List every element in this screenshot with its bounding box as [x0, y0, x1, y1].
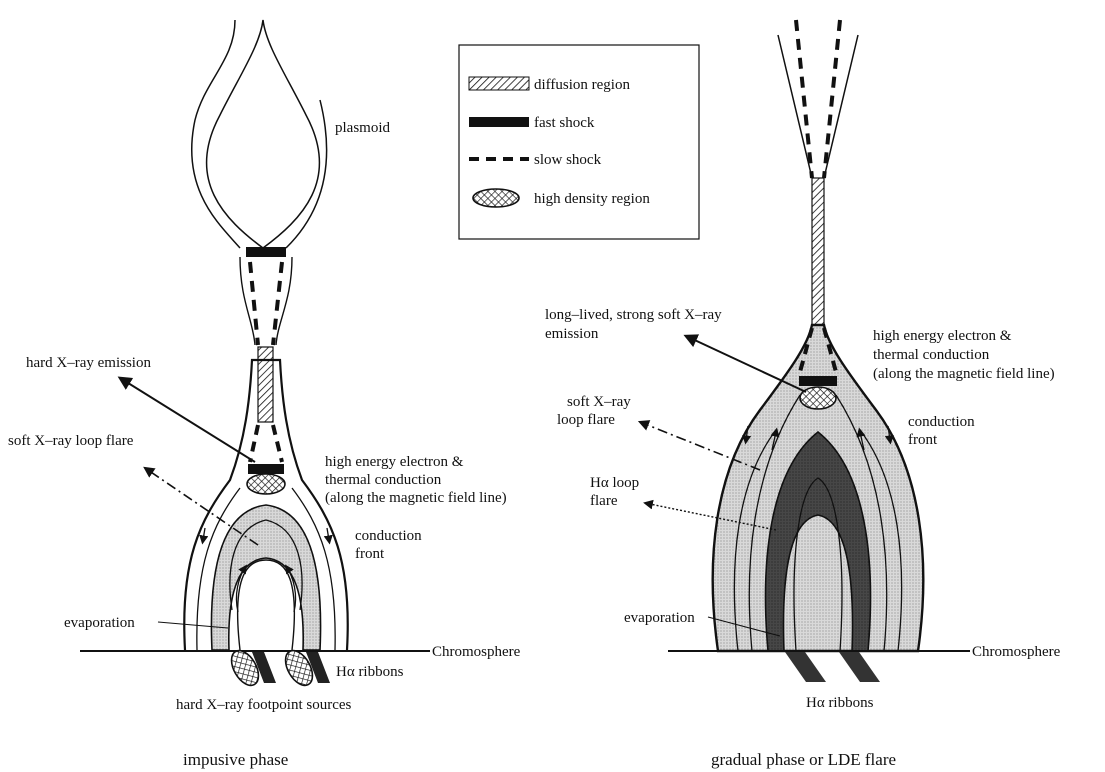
left-field-arrow-right	[327, 528, 329, 540]
legend: diffusion region fast shock slow shock h…	[459, 45, 699, 239]
left-lower-fast-shock	[248, 464, 284, 474]
legend-fast-shock-label: fast shock	[534, 115, 595, 131]
left-field-arrow-left	[203, 528, 205, 540]
right-label-ha-ribbons: Hα ribbons	[806, 695, 874, 711]
right-upper-slow-shock-left	[796, 20, 812, 178]
left-label-electron-3: (along the magnetic field line)	[325, 490, 507, 506]
left-label-evaporation: evaporation	[64, 615, 135, 631]
right-caption: gradual phase or LDE flare	[711, 750, 896, 769]
left-label-ha-ribbons: Hα ribbons	[336, 664, 404, 680]
left-upper-fast-shock	[246, 247, 286, 257]
right-label-longlived-2: emission	[545, 326, 599, 342]
left-label-conduction-2: front	[355, 546, 385, 562]
right-label-electron-1: high energy electron &	[873, 328, 1012, 344]
right-ha-ribbon-right	[839, 652, 880, 682]
left-lower-slow-shock-left	[250, 425, 258, 462]
right-label-longlived-1: long–lived, strong soft X–ray	[545, 307, 722, 323]
left-inner-loop-field-line	[238, 560, 295, 650]
plasmoid-outer-field-left	[192, 20, 240, 248]
right-label-ha-loop-2: flare	[590, 493, 618, 509]
right-label-conduction-2: front	[908, 432, 938, 448]
left-label-soft-xray-loop-flare: soft X–ray loop flare	[8, 433, 134, 449]
impulsive-phase-diagram: plasmoid Chromosphere	[8, 20, 521, 769]
right-label-conduction-1: conduction	[908, 414, 975, 430]
right-high-density-region	[800, 387, 836, 409]
left-caption: impusive phase	[183, 750, 288, 769]
legend-box	[459, 45, 699, 239]
right-diffusion-region	[812, 178, 824, 325]
right-upper-field-line-left	[778, 35, 812, 178]
left-label-hard-xray-emission: hard X–ray emission	[26, 355, 151, 371]
right-label-soft-xray-1: soft X–ray	[567, 394, 631, 410]
right-fast-shock	[799, 376, 837, 386]
right-upper-slow-shock-right	[824, 20, 840, 178]
legend-fast-shock-swatch	[469, 117, 529, 127]
legend-high-density-label: high density region	[534, 191, 650, 207]
right-label-electron-2: thermal conduction	[873, 347, 990, 363]
left-label-chromosphere: Chromosphere	[432, 644, 521, 660]
right-ha-ribbon-left	[785, 652, 826, 682]
right-upper-field-line-right	[824, 35, 858, 178]
legend-high-density-swatch	[473, 189, 519, 207]
left-hard-xray-arrow	[120, 378, 255, 462]
right-label-evaporation: evaporation	[624, 610, 695, 626]
left-soft-xray-arrow	[145, 468, 258, 545]
left-lower-slow-shock-right	[273, 425, 282, 462]
legend-diffusion-label: diffusion region	[534, 77, 630, 93]
right-label-chromosphere: Chromosphere	[972, 644, 1061, 660]
left-upper-slow-shock-left	[250, 262, 258, 345]
left-label-footpoint-sources: hard X–ray footpoint sources	[176, 697, 352, 713]
left-diffusion-region	[258, 347, 273, 422]
left-label-electron-2: thermal conduction	[325, 472, 442, 488]
left-high-density-region	[247, 474, 285, 494]
plasmoid-outer-field-right	[286, 100, 327, 248]
right-label-soft-xray-2: loop flare	[557, 412, 615, 428]
label-plasmoid: plasmoid	[335, 120, 390, 136]
plasmoid-inner-loop	[207, 20, 320, 248]
right-soft-xray-emission-arrow	[686, 336, 806, 392]
legend-diffusion-swatch	[469, 77, 529, 90]
legend-slow-shock-label: slow shock	[534, 152, 602, 168]
left-label-conduction-1: conduction	[355, 528, 422, 544]
right-label-ha-loop-1: Hα loop	[590, 475, 639, 491]
right-label-electron-3: (along the magnetic field line)	[873, 366, 1055, 382]
left-label-electron-1: high energy electron &	[325, 454, 464, 470]
